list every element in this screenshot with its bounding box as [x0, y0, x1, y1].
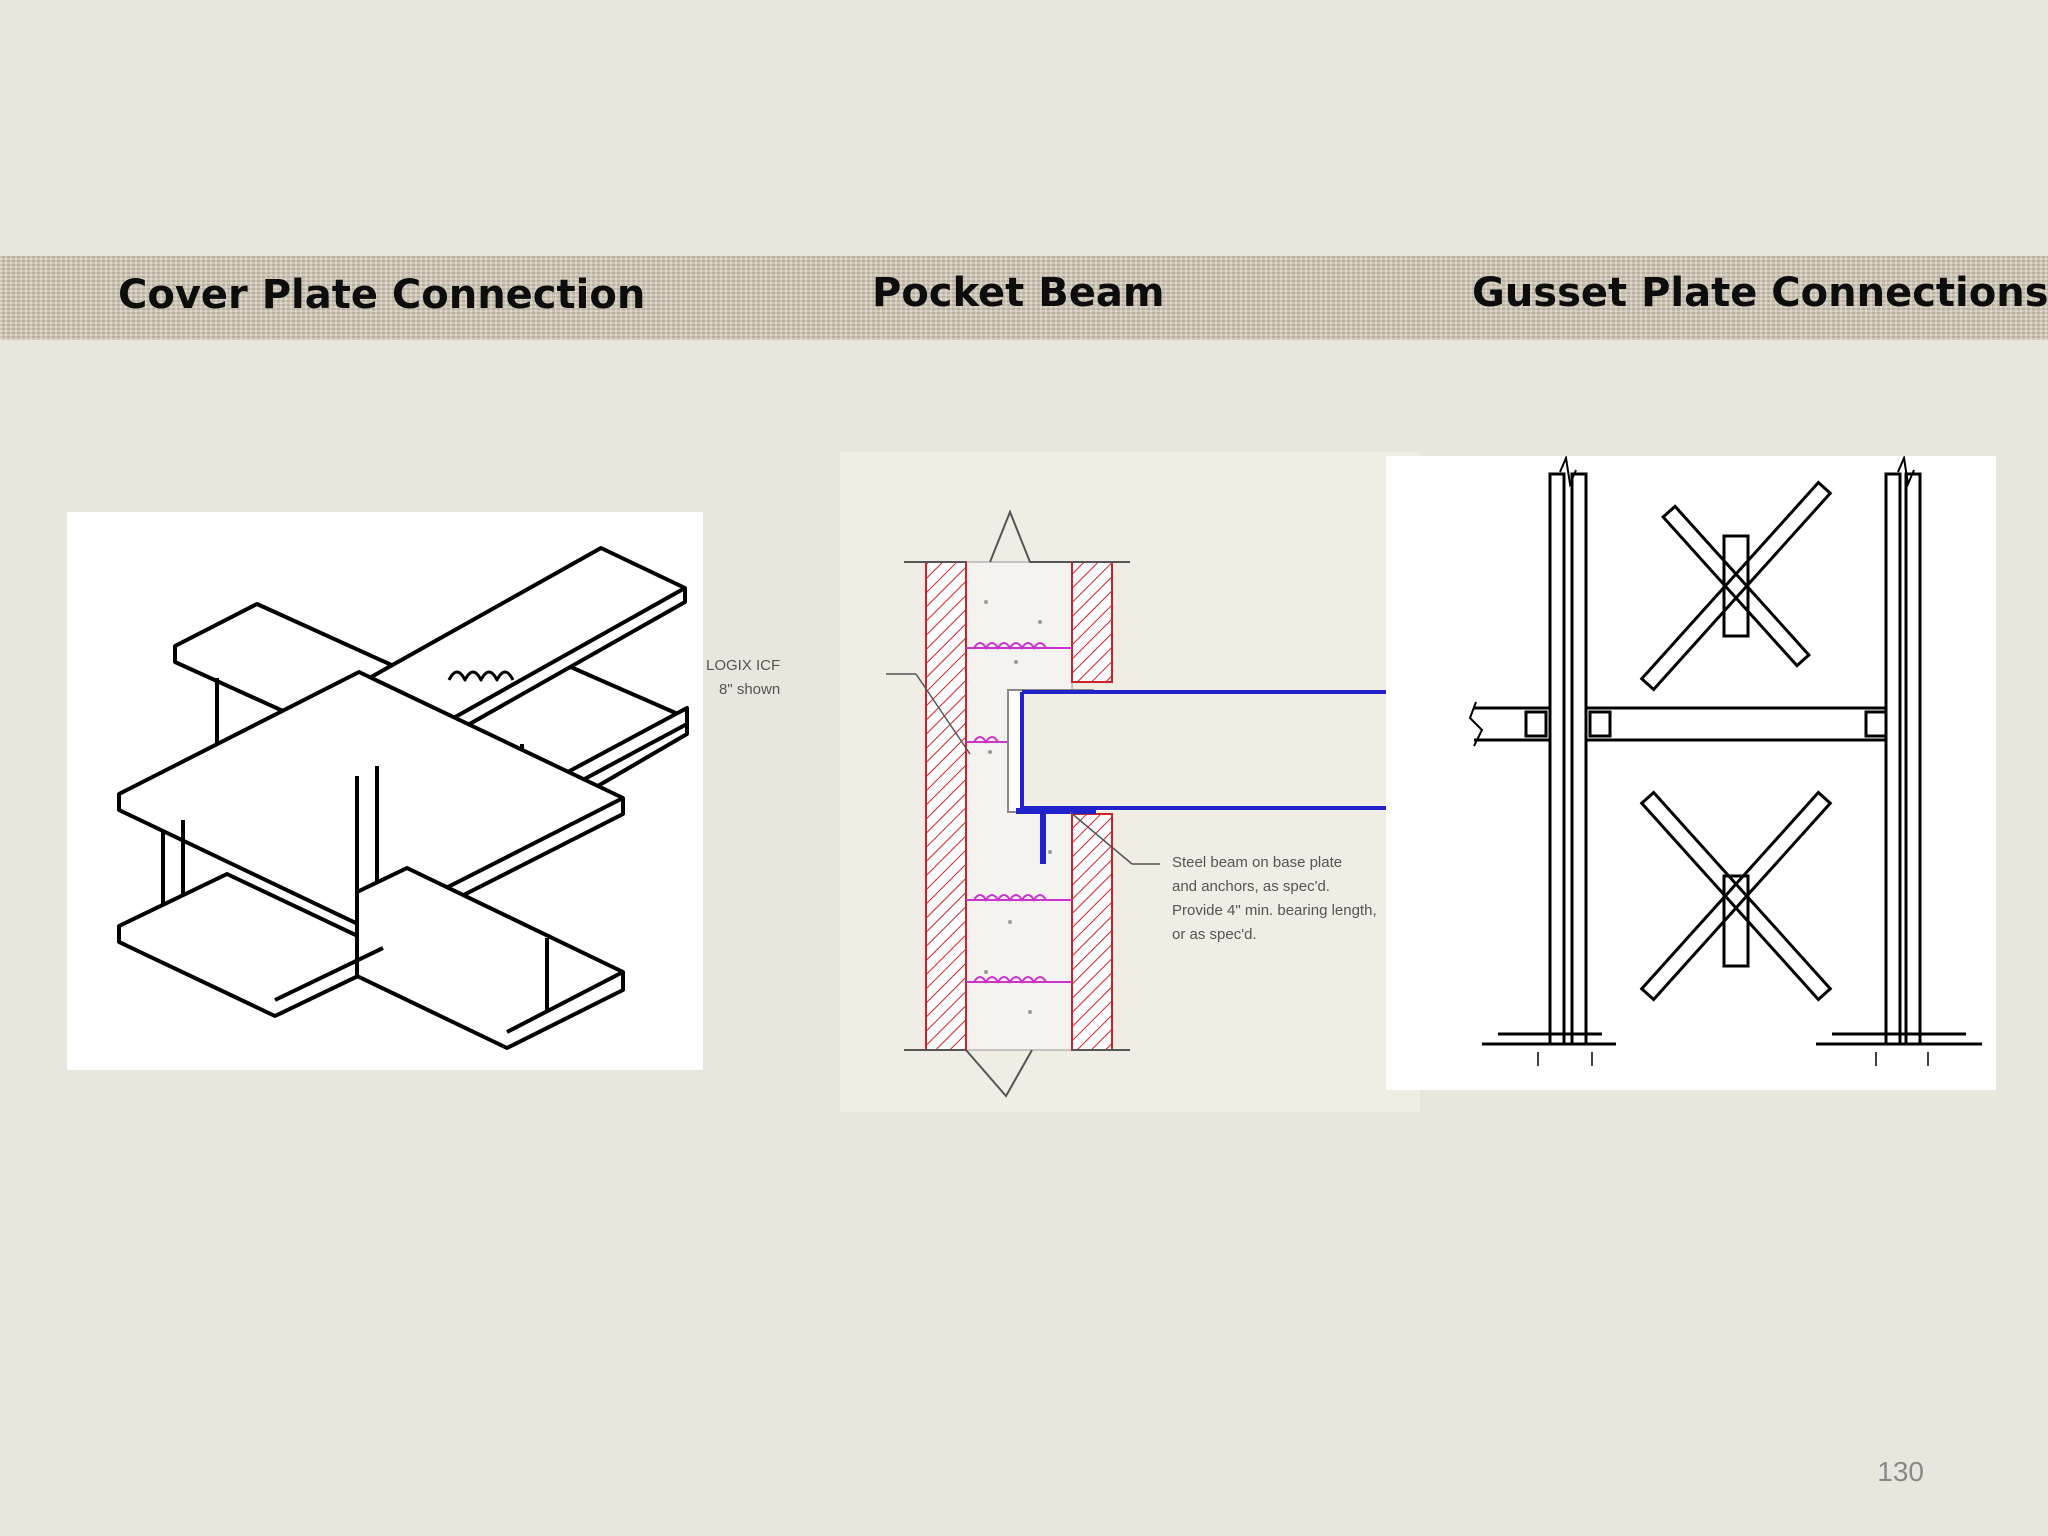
steel-beam-note: Steel beam on base plate and anchors, as…	[1172, 854, 1377, 943]
title-band	[0, 256, 2048, 340]
slide-number: 130	[1877, 1456, 1924, 1487]
gusset-plate-connections-drawing	[1386, 456, 1996, 1090]
pocket-beam-section-drawing	[840, 452, 1420, 1112]
icf-label: LOGIX ICF 8" shown	[706, 657, 781, 698]
heading-gusset-plate-connections: Gusset Plate Connections	[1472, 270, 2048, 316]
heading-pocket-beam: Pocket Beam	[872, 270, 1165, 316]
heading-cover-plate-connection: Cover Plate Connection	[118, 272, 646, 318]
cover-plate-connection-drawing	[67, 512, 703, 1070]
